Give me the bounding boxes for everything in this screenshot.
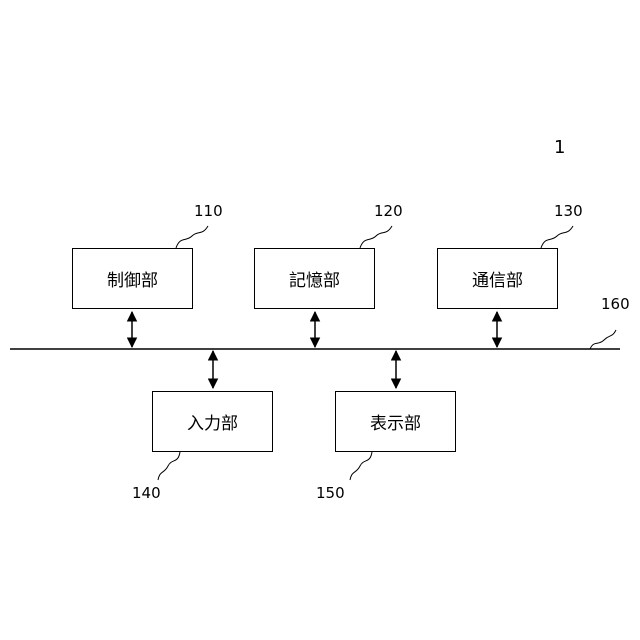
block-display: 表示部 (335, 391, 456, 452)
leader-line-display (350, 452, 372, 480)
block-control: 制御部 (72, 248, 193, 309)
leader-line-input (158, 452, 180, 480)
ref-number-storage: 120 (374, 204, 403, 219)
block-label-communication: 通信部 (472, 266, 523, 291)
block-communication: 通信部 (437, 248, 558, 309)
block-label-control: 制御部 (107, 266, 158, 291)
leader-line-storage (360, 226, 392, 248)
ref-number-communication: 130 (554, 204, 583, 219)
leader-line-bus (590, 330, 616, 349)
block-storage: 記憶部 (254, 248, 375, 309)
ref-number-input: 140 (132, 486, 161, 501)
block-label-input: 入力部 (187, 409, 238, 434)
ref-number-bus: 160 (601, 297, 630, 312)
leader-line-control (176, 226, 208, 248)
ref-number-control: 110 (194, 204, 223, 219)
block-label-display: 表示部 (370, 409, 421, 434)
ref-number-display: 150 (316, 486, 345, 501)
block-input: 入力部 (152, 391, 273, 452)
system-number: 1 (554, 139, 565, 157)
block-label-storage: 記憶部 (289, 266, 340, 291)
leader-line-communication (541, 226, 573, 248)
